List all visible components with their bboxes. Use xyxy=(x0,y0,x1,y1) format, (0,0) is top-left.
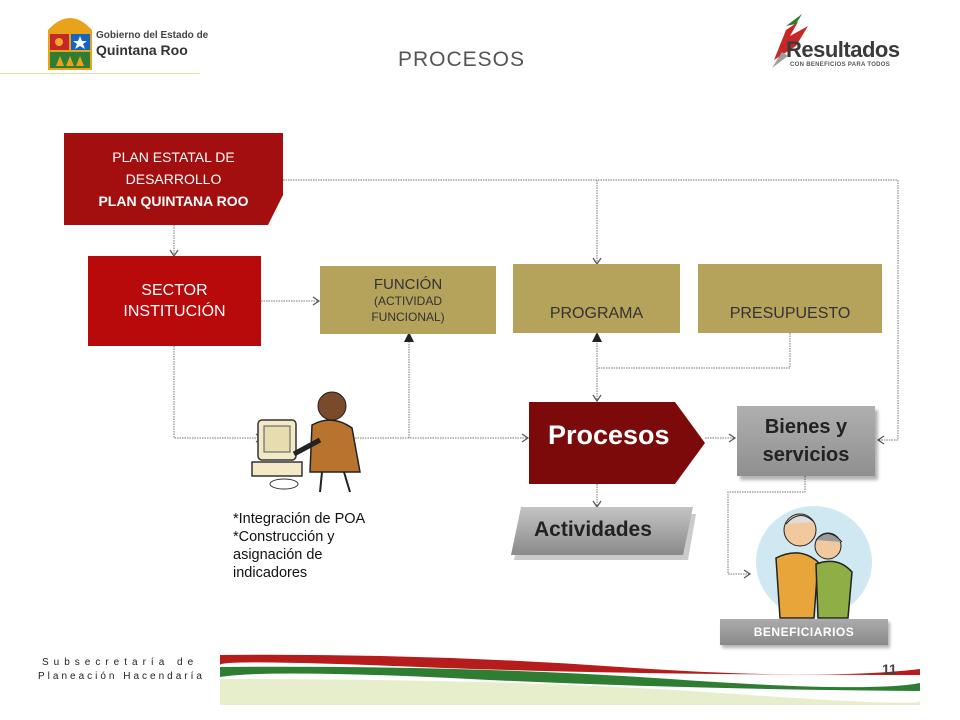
gov-logo-line2: Quintana Roo xyxy=(96,42,188,58)
sector-line1: SECTOR xyxy=(141,282,208,299)
footer-line2: Planeación Hacendaría xyxy=(38,671,205,682)
funcion-line3: FUNCIONAL) xyxy=(371,309,445,324)
poa-note-line: asignación de xyxy=(233,547,323,563)
programa-label: PROGRAMA xyxy=(549,305,644,322)
beneficiarios-box: BENEFICIARIOS xyxy=(720,619,888,645)
poa-notes: *Integración de POA *Construcción y asig… xyxy=(233,510,423,582)
actividades-shape xyxy=(511,507,696,560)
footer-wave-decoration xyxy=(220,654,920,705)
funcion-line1: FUNCIÓN xyxy=(373,275,443,293)
gov-coat-of-arms-logo xyxy=(48,18,92,70)
sector-line2: INSTITUCIÓN xyxy=(123,303,226,320)
plan-line1: PLAN ESTATAL DE xyxy=(112,149,235,165)
bienes-line1: Bienes y xyxy=(764,416,848,438)
programa-box: PROGRAMA xyxy=(513,264,680,333)
page-title: PROCESOS xyxy=(398,48,526,71)
bienes-servicios-box: Bienes y servicios xyxy=(737,406,875,476)
gov-logo-line1: Gobierno del Estado de xyxy=(96,30,209,41)
funcion-line2: (ACTIVIDAD xyxy=(373,293,442,308)
office-worker-clipart xyxy=(251,391,361,493)
poa-note-line: *Integración de POA xyxy=(233,511,366,527)
poa-note-line: indicadores xyxy=(233,565,308,581)
resultados-logo-mark xyxy=(772,14,808,68)
poa-note-line: *Construcción y xyxy=(233,529,335,545)
plan-line2: DESARROLLO xyxy=(125,171,222,187)
resultados-logo-subtitle: CON BENEFICIOS PARA TODOS xyxy=(790,62,891,68)
plan-estatal-box: PLAN ESTATAL DE DESARROLLO PLAN QUINTANA… xyxy=(64,133,283,225)
presupuesto-box: PRESUPUESTO xyxy=(698,264,882,333)
elderly-couple-clipart xyxy=(756,506,872,619)
procesos-chevron xyxy=(529,402,705,484)
funcion-box: FUNCIÓN (ACTIVIDAD FUNCIONAL) xyxy=(320,266,496,334)
footer-line1: Subsecretaría de xyxy=(42,657,199,668)
procesos-label: Procesos xyxy=(548,420,670,450)
header-divider xyxy=(0,73,200,74)
actividades-label: Actividades xyxy=(534,518,652,541)
plan-box-fold xyxy=(268,195,283,225)
beneficiarios-label: BENEFICIARIOS xyxy=(753,625,855,639)
page-number: 11 xyxy=(882,661,897,677)
bienes-line2: servicios xyxy=(762,444,850,466)
resultados-logo-text: Resultados xyxy=(786,37,900,62)
plan-line3: PLAN QUINTANA ROO xyxy=(98,193,249,209)
sector-institucion-box: SECTOR INSTITUCIÓN xyxy=(88,256,261,346)
presupuesto-label: PRESUPUESTO xyxy=(729,305,851,322)
